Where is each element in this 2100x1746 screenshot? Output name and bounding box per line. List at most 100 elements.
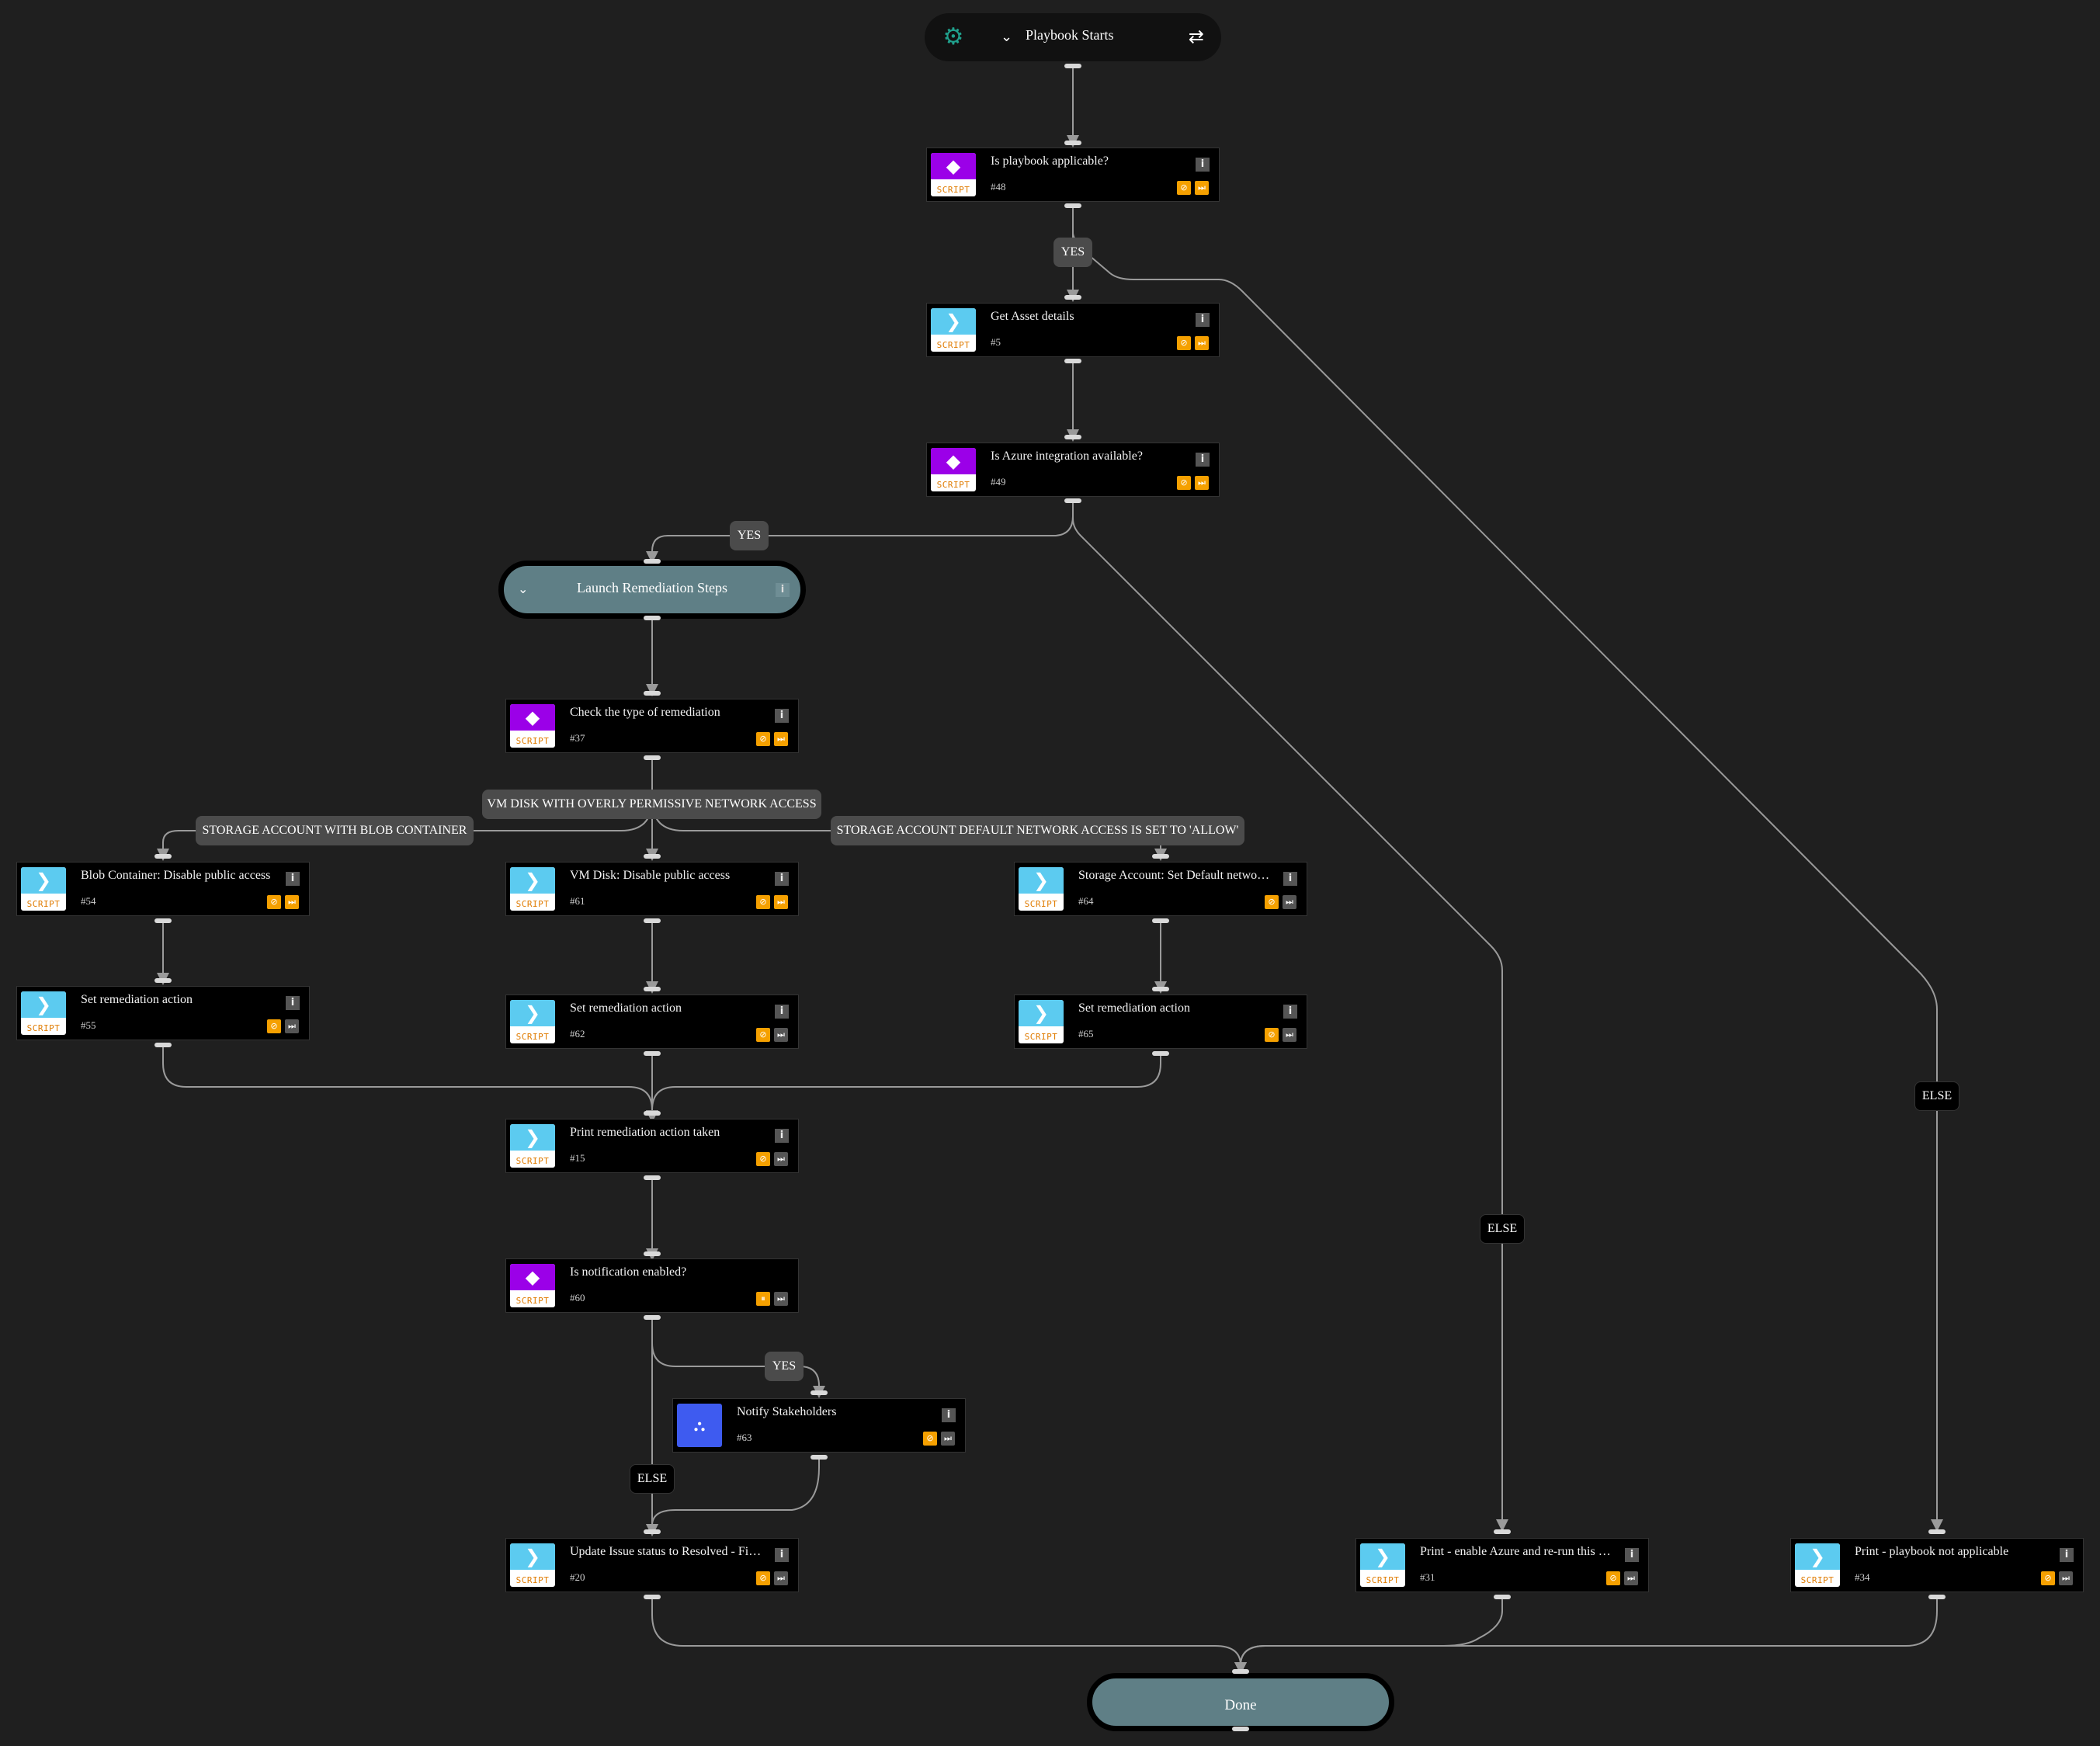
connector-dot[interactable] [644,559,661,564]
run-status-icon[interactable]: ⏭ [1195,181,1209,195]
run-status-icon[interactable]: ⏭ [1283,1028,1296,1042]
edge-label-storage-default[interactable]: STORAGE ACCOUNT DEFAULT NETWORK ACCESS I… [831,816,1244,845]
connector-dot[interactable] [1064,64,1081,68]
skip-icon[interactable]: ⊘ [1265,895,1279,909]
run-status-icon[interactable]: ⏭ [774,1571,788,1585]
skip-icon[interactable]: ⊘ [756,1571,770,1585]
connector-dot[interactable] [810,1390,828,1395]
connector-dot[interactable] [1064,295,1081,300]
edge-label-yes[interactable]: YES [1053,238,1092,267]
connector-dot[interactable] [154,854,172,859]
connector-dot[interactable] [1152,1051,1169,1056]
task-5[interactable]: ❯SCRIPT Get Asset details #5 i ⊘ ⏭ [926,303,1220,357]
connector-dot[interactable] [644,755,661,760]
connector-dot[interactable] [1064,359,1081,363]
skip-icon[interactable]: ⊘ [1265,1028,1279,1042]
run-status-icon[interactable]: ⏭ [774,1152,788,1166]
info-icon[interactable]: i [775,872,789,886]
connector-dot[interactable] [1152,854,1169,859]
pause-icon[interactable]: ⏸ [756,1292,770,1306]
info-icon[interactable]: i [775,709,789,723]
run-status-icon[interactable]: ⏭ [2059,1571,2073,1585]
connector-dot[interactable] [1064,498,1081,503]
skip-icon[interactable]: ⊘ [1177,336,1191,350]
info-icon[interactable]: i [775,1129,789,1143]
skip-icon[interactable]: ⊘ [1177,476,1191,490]
task-55[interactable]: ❯SCRIPT Set remediation action #55 i ⊘ ⏭ [16,986,310,1040]
task-62[interactable]: ❯SCRIPT Set remediation action #62 i ⊘ ⏭ [505,994,799,1049]
connector-dot[interactable] [644,1175,661,1180]
edge-label-yes[interactable]: YES [730,521,769,550]
connector-dot[interactable] [154,918,172,923]
info-icon[interactable]: i [942,1408,956,1422]
connector-dot[interactable] [644,1111,661,1116]
connector-dot[interactable] [1064,435,1081,439]
connector-dot[interactable] [644,987,661,991]
task-65[interactable]: ❯SCRIPT Set remediation action #65 i ⊘ ⏭ [1014,994,1307,1049]
info-icon[interactable]: i [1196,453,1210,467]
skip-icon[interactable]: ⊘ [756,1028,770,1042]
chevron-down-icon[interactable]: ⌄ [1001,29,1013,45]
info-icon[interactable]: i [1283,872,1297,886]
info-icon[interactable]: i [2060,1548,2074,1562]
skip-icon[interactable]: ⊘ [756,895,770,909]
connector-dot[interactable] [1232,1669,1249,1674]
edge-label-else[interactable]: ELSE [630,1464,675,1494]
section-launch-remediation[interactable]: ⌄ Launch Remediation Steps i [498,561,806,619]
run-status-icon[interactable]: ⏭ [774,1292,788,1306]
task-54[interactable]: ❯SCRIPT Blob Container: Disable public a… [16,862,310,916]
run-status-icon[interactable]: ⏭ [774,1028,788,1042]
edge-label-yes[interactable]: YES [765,1352,804,1381]
connector-dot[interactable] [154,978,172,983]
info-icon[interactable]: i [286,996,300,1010]
connector-dot[interactable] [644,1595,661,1599]
run-status-icon[interactable]: ⏭ [285,1019,299,1033]
skip-icon[interactable]: ⊘ [923,1432,937,1446]
connector-dot[interactable] [644,1051,661,1056]
skip-icon[interactable]: ⊘ [756,1152,770,1166]
connector-dot[interactable] [1928,1595,1946,1599]
skip-icon[interactable]: ⊘ [267,1019,281,1033]
task-63[interactable]: ⛬ Notify Stakeholders #63 i ⊘ ⏭ [672,1398,966,1453]
connector-dot[interactable] [644,691,661,696]
run-status-icon[interactable]: ⏭ [941,1432,955,1446]
run-status-icon[interactable]: ⏭ [774,732,788,746]
run-status-icon[interactable]: ⏭ [1624,1571,1638,1585]
connector-dot[interactable] [1064,141,1081,145]
task-31[interactable]: ❯SCRIPT Print - enable Azure and re-run … [1355,1538,1649,1592]
connector-dot[interactable] [1494,1529,1511,1534]
run-status-icon[interactable]: ⏭ [1283,895,1296,909]
edge-label-else[interactable]: ELSE [1914,1081,1959,1111]
task-37[interactable]: ◆SCRIPT Check the type of remediation #3… [505,699,799,753]
connector-dot[interactable] [154,1043,172,1047]
task-48[interactable]: ◆SCRIPT Is playbook applicable? #48 i ⊘ … [926,148,1220,202]
info-icon[interactable]: i [776,583,790,597]
info-icon[interactable]: i [1196,158,1210,172]
info-icon[interactable]: i [1196,313,1210,327]
task-61[interactable]: ❯SCRIPT VM Disk: Disable public access #… [505,862,799,916]
task-34[interactable]: ❯SCRIPT Print - playbook not applicable … [1790,1538,2084,1592]
run-status-icon[interactable]: ⏭ [1195,336,1209,350]
connector-dot[interactable] [644,616,661,620]
info-icon[interactable]: i [1283,1005,1297,1019]
connector-dot[interactable] [1494,1595,1511,1599]
info-icon[interactable]: i [775,1548,789,1562]
connector-dot[interactable] [1064,203,1081,208]
skip-icon[interactable]: ⊘ [2041,1571,2055,1585]
connector-dot[interactable] [644,918,661,923]
skip-icon[interactable]: ⊘ [756,732,770,746]
connector-dot[interactable] [1232,1727,1249,1731]
connector-dot[interactable] [1152,918,1169,923]
run-status-icon[interactable]: ⏭ [1195,476,1209,490]
connector-dot[interactable] [1152,987,1169,991]
swap-icon[interactable]: ⇄ [1188,26,1204,47]
chevron-down-icon[interactable]: ⌄ [518,581,529,596]
task-20[interactable]: ❯SCRIPT Update Issue status to Resolved … [505,1538,799,1592]
connector-dot[interactable] [644,854,661,859]
connector-dot[interactable] [644,1529,661,1534]
task-15[interactable]: ❯SCRIPT Print remediation action taken #… [505,1119,799,1173]
section-done[interactable]: Done [1087,1673,1394,1731]
edge-label-else[interactable]: ELSE [1480,1214,1525,1244]
edge-label-blob-container[interactable]: STORAGE ACCOUNT WITH BLOB CONTAINER [196,816,474,845]
